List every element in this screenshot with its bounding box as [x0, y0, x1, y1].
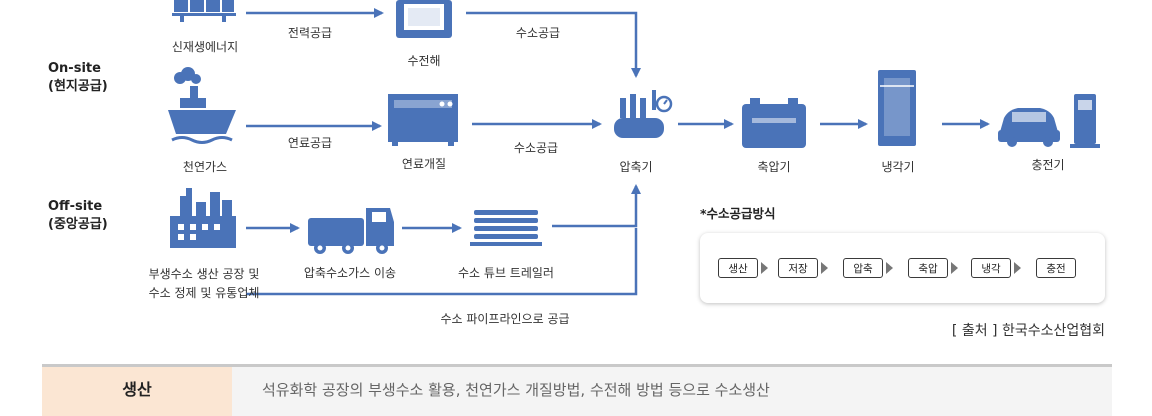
node-natural-gas: 천연가스	[182, 160, 228, 174]
onsite-label: On-site (현지공급)	[48, 60, 108, 96]
edge-fuel-supply: 연료공급	[287, 136, 333, 150]
compressor-icon	[614, 90, 673, 138]
edge-hydrogen-supply-1: 수소공급	[515, 26, 561, 40]
onsite-title: On-site	[48, 61, 101, 76]
reformer-icon	[388, 94, 458, 146]
legend-step-cooling: 냉각	[971, 258, 1011, 278]
edge-hydrogen-supply-2: 수소공급	[513, 141, 559, 155]
node-electrolysis: 수전해	[407, 54, 441, 68]
legend-arrow-2	[821, 262, 828, 274]
source-caption: [ 출처 ] 한국수소산업협회	[951, 323, 1105, 339]
truck-icon	[308, 208, 394, 254]
node-renewable: 신재생에너지	[171, 40, 239, 54]
edge-pipeline-supply: 수소 파이프라인으로 공급	[440, 312, 570, 326]
legend-step-charging: 충전	[1036, 258, 1076, 278]
edge-power-supply: 전력공급	[287, 26, 333, 40]
description-table: 생산 석유화학 공장의 부생수소 활용, 천연가스 개질방법, 수전해 방법 등…	[42, 364, 1112, 416]
offsite-subtitle: (중앙공급)	[48, 217, 108, 232]
tube-trailer-icon	[470, 210, 542, 246]
table-header-cell: 생산	[42, 367, 232, 416]
cooler-icon	[878, 70, 916, 146]
node-reforming: 연료개질	[401, 157, 447, 171]
legend-step-compression: 압축	[843, 258, 883, 278]
accumulator-icon	[742, 98, 806, 148]
node-dispenser: 충전기	[1031, 158, 1065, 172]
node-cooler: 냉각기	[881, 160, 915, 174]
legend-step-storage: 저장	[778, 258, 818, 278]
legend-arrow-5	[1014, 262, 1021, 274]
flow-connectors	[246, 8, 990, 296]
legend-arrow-3	[886, 262, 893, 274]
legend-arrow-4	[951, 262, 958, 274]
ship-icon	[168, 67, 236, 144]
node-byproduct-line2: 수소 정제 및 유통업체	[148, 286, 260, 300]
legend-step-production: 생산	[718, 258, 758, 278]
node-accumulator: 축압기	[757, 160, 791, 174]
electrolyzer-icon	[396, 0, 452, 38]
legend-arrow-1	[761, 262, 768, 274]
factory-icon	[170, 188, 236, 248]
hydrogen-supply-diagram	[168, 0, 1100, 296]
legend-box: 생산 저장 압축 축압 냉각 충전	[700, 233, 1105, 303]
node-tube-trailer: 수소 튜브 트레일러	[458, 266, 554, 280]
solar-panel-icon	[172, 0, 236, 22]
legend-title: *수소공급방식	[700, 206, 776, 221]
offsite-title: Off-site	[48, 199, 103, 214]
node-compressed-transport: 압축수소가스 이송	[303, 266, 397, 280]
table-description-cell: 석유화학 공장의 부생수소 활용, 천연가스 개질방법, 수전해 방법 등으로 …	[232, 367, 1112, 416]
node-byproduct-line1: 부생수소 생산 공장 및	[148, 267, 260, 281]
offsite-label: Off-site (중앙공급)	[48, 198, 108, 234]
car-charging-icon	[998, 94, 1100, 148]
node-byproduct: 부생수소 생산 공장 및 수소 정제 및 유통업체	[130, 265, 278, 303]
legend-step-accumulation: 축압	[908, 258, 948, 278]
onsite-subtitle: (현지공급)	[48, 79, 108, 94]
node-compressor: 압축기	[619, 160, 653, 174]
